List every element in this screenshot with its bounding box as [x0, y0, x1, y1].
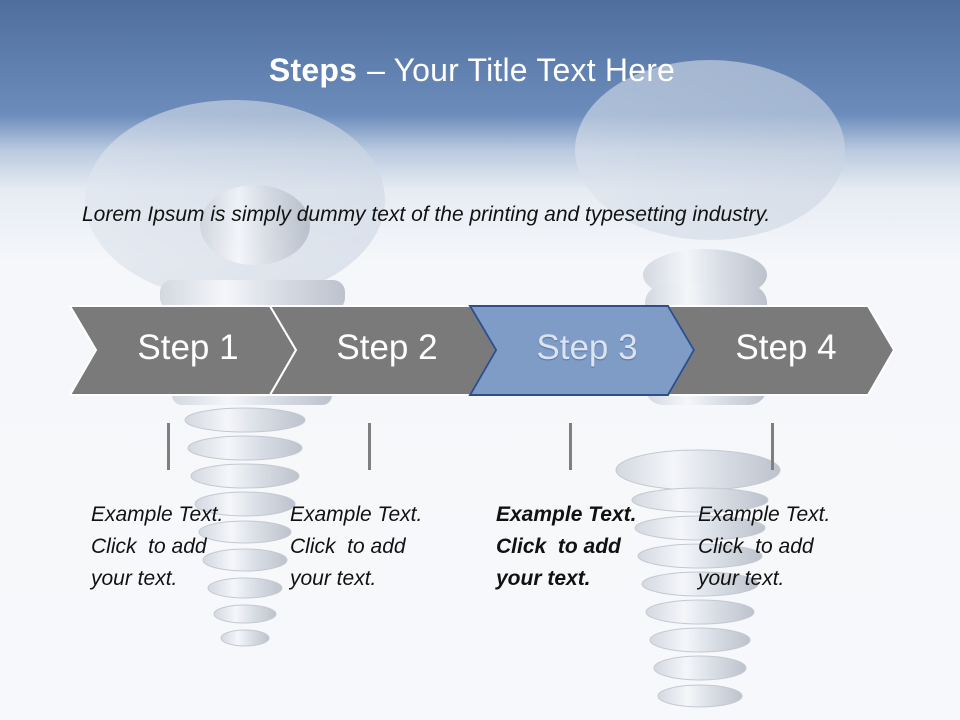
- step-3-label: Step 3: [536, 328, 638, 367]
- step-4-line-3: your text.: [698, 567, 785, 590]
- step-2-description[interactable]: Example Text. Click to add your text.: [290, 499, 450, 595]
- step-4-label: Step 4: [735, 328, 837, 367]
- step-4-line-1: Example Text.: [698, 503, 831, 526]
- step-3-chevron[interactable]: [468, 305, 696, 396]
- step-4-connector: [771, 423, 774, 470]
- step-3-line-2: Click to add: [496, 535, 621, 558]
- step-1-line-2: Click to add: [91, 535, 207, 558]
- step-1-connector: [167, 423, 170, 470]
- step-2-connector: [368, 423, 371, 470]
- intro-text: Lorem Ipsum is simply dummy text of the …: [82, 203, 771, 226]
- step-1-line-1: Example Text.: [91, 503, 224, 526]
- step-1-description[interactable]: Example Text. Click to add your text.: [91, 499, 251, 595]
- step-3-connector: [569, 423, 572, 470]
- step-1-label: Step 1: [137, 328, 239, 367]
- step-1-line-3: your text.: [91, 567, 178, 590]
- title-bold: Steps: [268, 52, 358, 88]
- step-3-line-3: your text.: [496, 567, 591, 590]
- step-2-line-1: Example Text.: [290, 503, 423, 526]
- step-2-line-2: Click to add: [290, 535, 406, 558]
- step-4-description[interactable]: Example Text. Click to add your text.: [698, 499, 858, 595]
- step-2-label: Step 2: [336, 328, 438, 367]
- title-rest: – Your Title Text Here: [367, 52, 676, 88]
- step-2-line-3: your text.: [290, 567, 377, 590]
- step-3-description[interactable]: Example Text. Click to add your text.: [496, 499, 656, 595]
- slide-title: Steps– Your Title Text Here: [0, 52, 944, 89]
- step-4-line-2: Click to add: [698, 535, 814, 558]
- step-3-line-1: Example Text.: [496, 503, 637, 526]
